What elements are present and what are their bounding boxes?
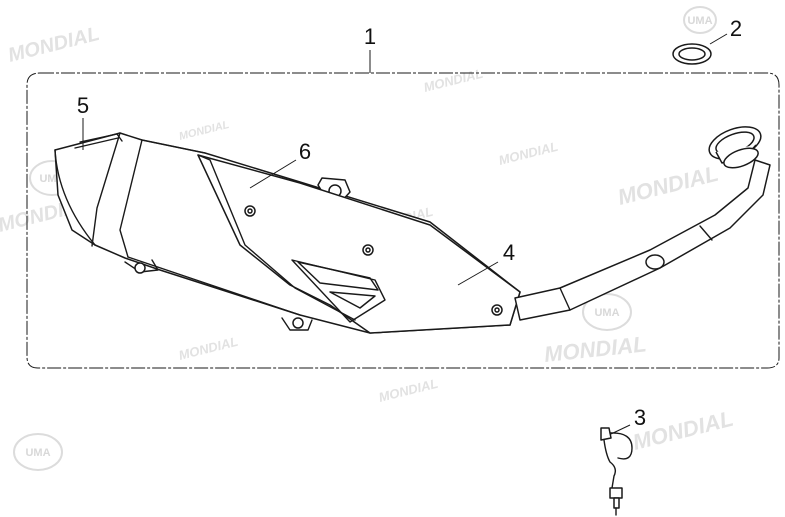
watermark-text: MONDIAL bbox=[543, 331, 648, 367]
heat-shield bbox=[197, 154, 521, 334]
exhaust-header-pipe bbox=[514, 126, 771, 321]
watermark-logo: UMA bbox=[13, 433, 63, 471]
watermark-text: MONDIAL bbox=[497, 139, 560, 168]
callout-4: 4 bbox=[503, 240, 515, 265]
watermark-text: MONDIAL bbox=[615, 161, 721, 210]
gasket-ring bbox=[672, 43, 712, 65]
watermark-text: MONDIAL bbox=[178, 119, 231, 143]
watermark-text: MONDIAL bbox=[177, 334, 240, 363]
watermark-logo: UMA bbox=[683, 6, 717, 34]
leader-line-2 bbox=[709, 33, 728, 45]
assembly-frame bbox=[26, 72, 780, 369]
callout-5: 5 bbox=[77, 93, 89, 118]
leader-line-4 bbox=[457, 261, 499, 286]
watermark-text: MONDIAL bbox=[6, 23, 102, 67]
callout-3: 3 bbox=[634, 405, 646, 430]
watermark-logo-text: UMA bbox=[25, 447, 50, 459]
watermark-text: MONDIAL bbox=[422, 66, 485, 95]
watermark-logo-text: UMA bbox=[687, 15, 712, 27]
watermark-logo-text: UMA bbox=[594, 307, 619, 319]
callout-6: 6 bbox=[299, 139, 311, 164]
watermark-text: MONDIAL bbox=[377, 376, 440, 405]
leader-line-3 bbox=[610, 424, 631, 435]
callout-2: 2 bbox=[730, 16, 742, 41]
watermark-logo: UMA bbox=[582, 293, 632, 331]
leader-line-6 bbox=[249, 159, 297, 189]
oxygen-sensor bbox=[600, 427, 633, 516]
callout-1: 1 bbox=[364, 24, 376, 49]
